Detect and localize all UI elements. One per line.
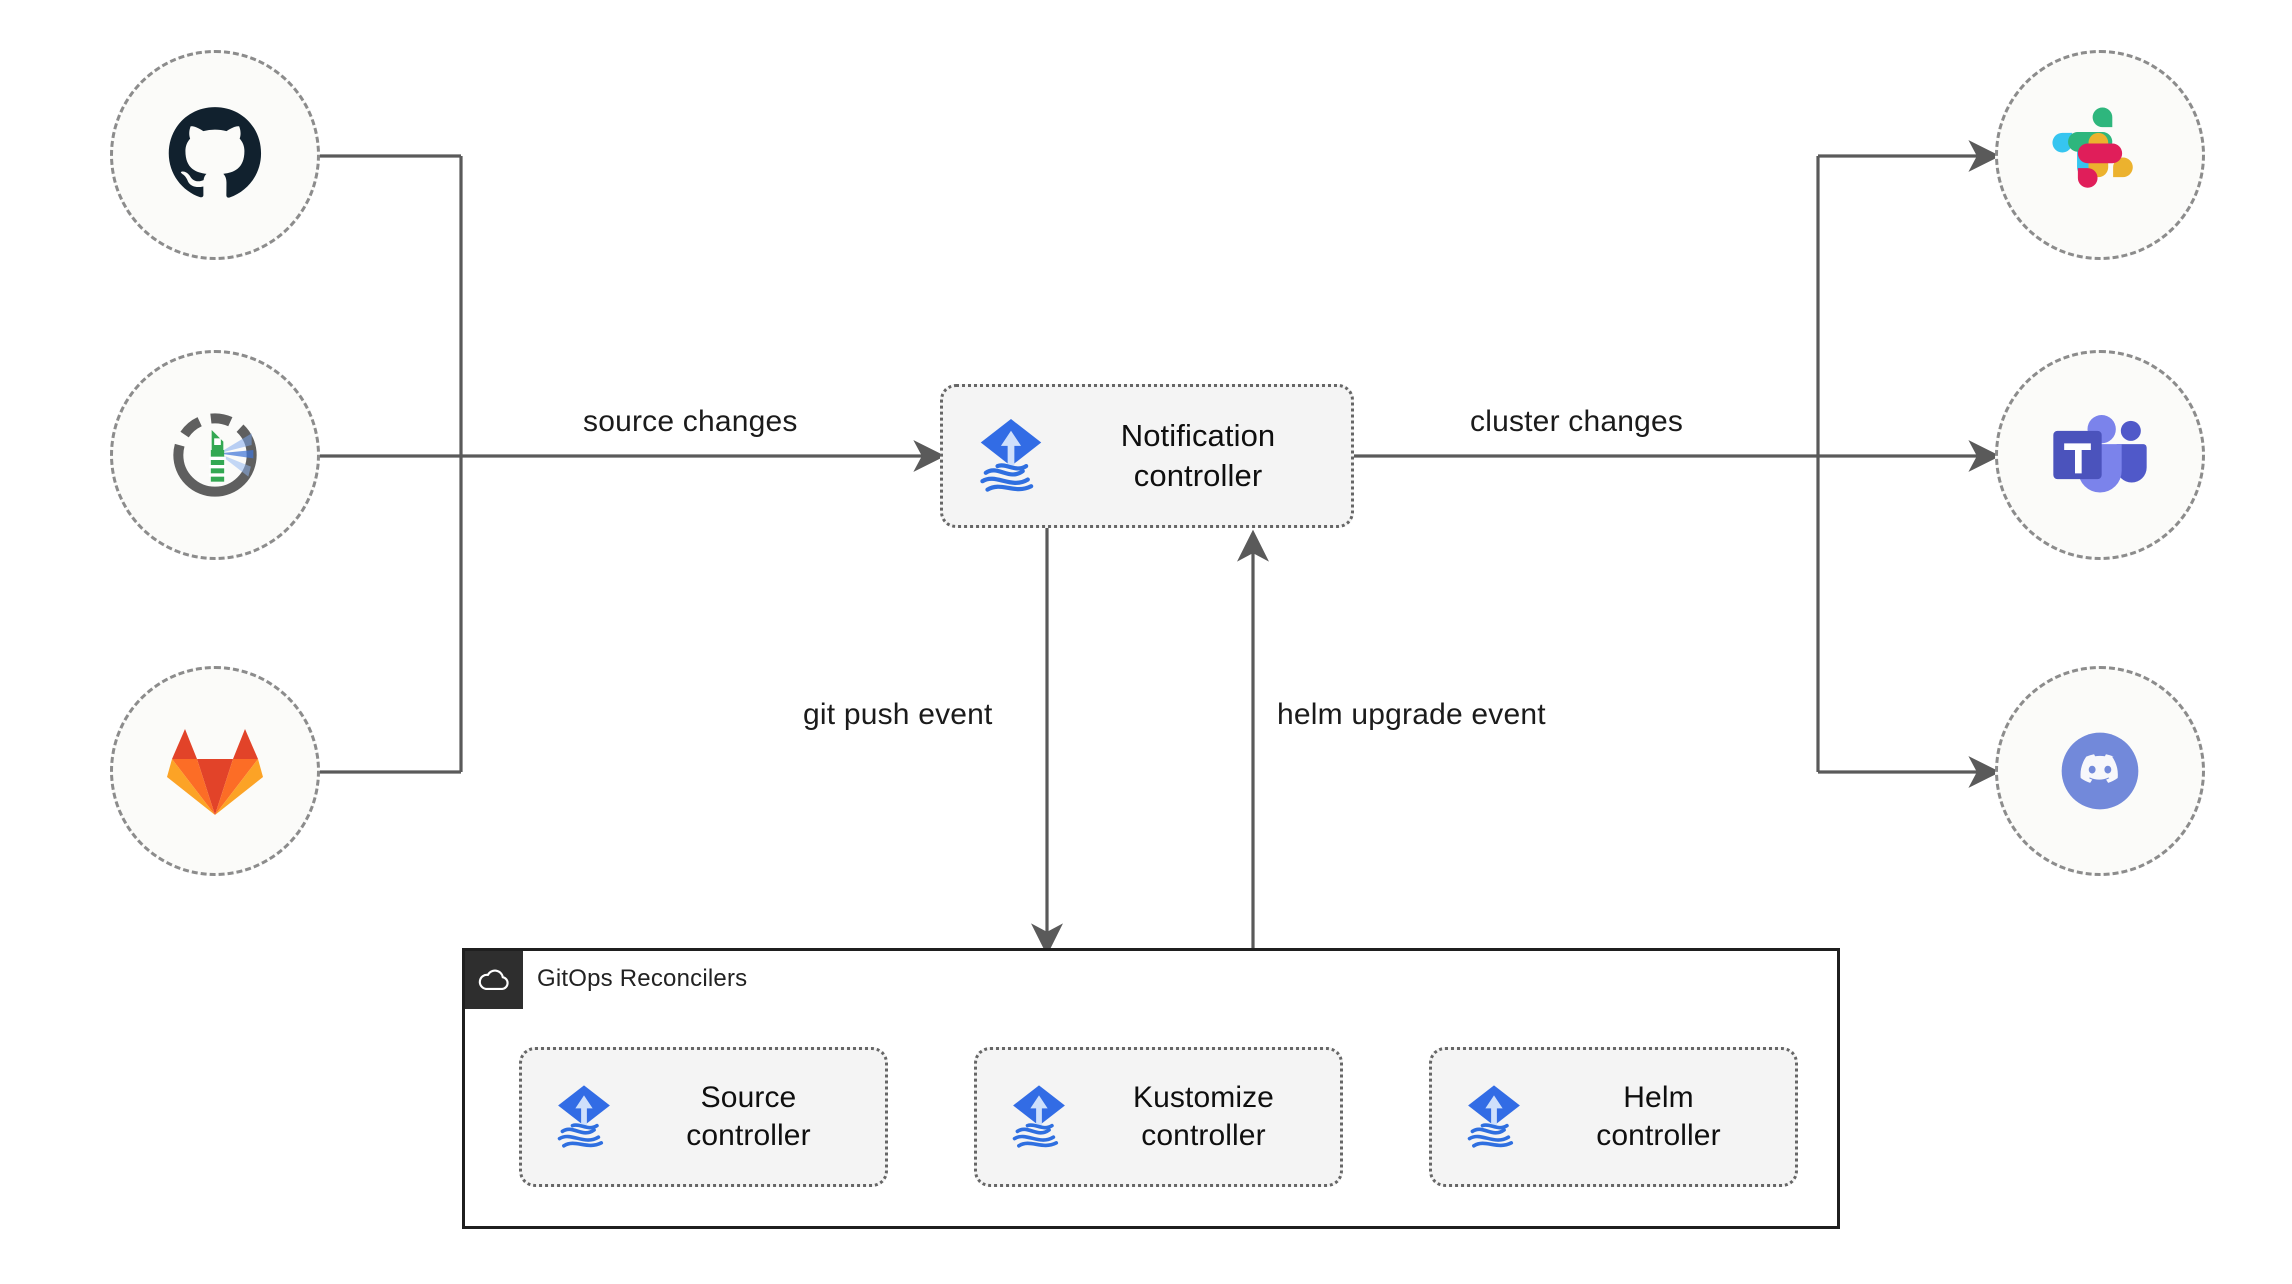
slack-icon xyxy=(2052,107,2133,188)
source-controller-card[interactable]: Source controller xyxy=(519,1047,888,1187)
source-node-github[interactable] xyxy=(110,50,320,260)
destination-node-slack[interactable] xyxy=(1995,50,2205,260)
flux-icon xyxy=(980,419,1042,492)
source-node-lighthouse[interactable] xyxy=(110,350,320,560)
flux-icon xyxy=(557,1085,610,1148)
lighthouse-icon xyxy=(173,413,257,497)
github-icon xyxy=(168,107,262,198)
kustomize-controller-card[interactable]: Kustomize controller xyxy=(974,1047,1343,1187)
edge-label-source-changes: source changes xyxy=(583,405,798,438)
gitlab-icon xyxy=(167,729,263,815)
edge-label-helm-upgrade-event: helm upgrade event xyxy=(1277,698,1546,731)
destination-node-discord[interactable] xyxy=(1995,666,2205,876)
helm-controller-card[interactable]: Helm controller xyxy=(1429,1047,1798,1187)
destination-node-teams[interactable] xyxy=(1995,350,2205,560)
discord-icon xyxy=(2061,732,2139,810)
helm-controller-label: Helm controller xyxy=(1596,1080,1721,1152)
source-node-gitlab[interactable] xyxy=(110,666,320,876)
edge-label-cluster-changes: cluster changes xyxy=(1470,405,1684,438)
cloud-icon xyxy=(478,969,509,990)
kustomize-controller-label: Kustomize controller xyxy=(1133,1080,1274,1152)
notification-controller-card[interactable]: Notification controller xyxy=(940,384,1354,528)
teams-icon xyxy=(2053,415,2147,493)
group-title: GitOps Reconcilers xyxy=(537,965,748,992)
flux-icon xyxy=(1467,1085,1520,1148)
group-tab xyxy=(465,951,523,1009)
source-controller-label: Source controller xyxy=(686,1080,811,1152)
edge-label-git-push-event: git push event xyxy=(803,698,993,731)
notification-controller-label: Notification controller xyxy=(1120,418,1276,493)
flux-icon xyxy=(1012,1085,1065,1148)
gitops-reconcilers-group: GitOps Reconcilers Source controller xyxy=(462,948,1840,1229)
